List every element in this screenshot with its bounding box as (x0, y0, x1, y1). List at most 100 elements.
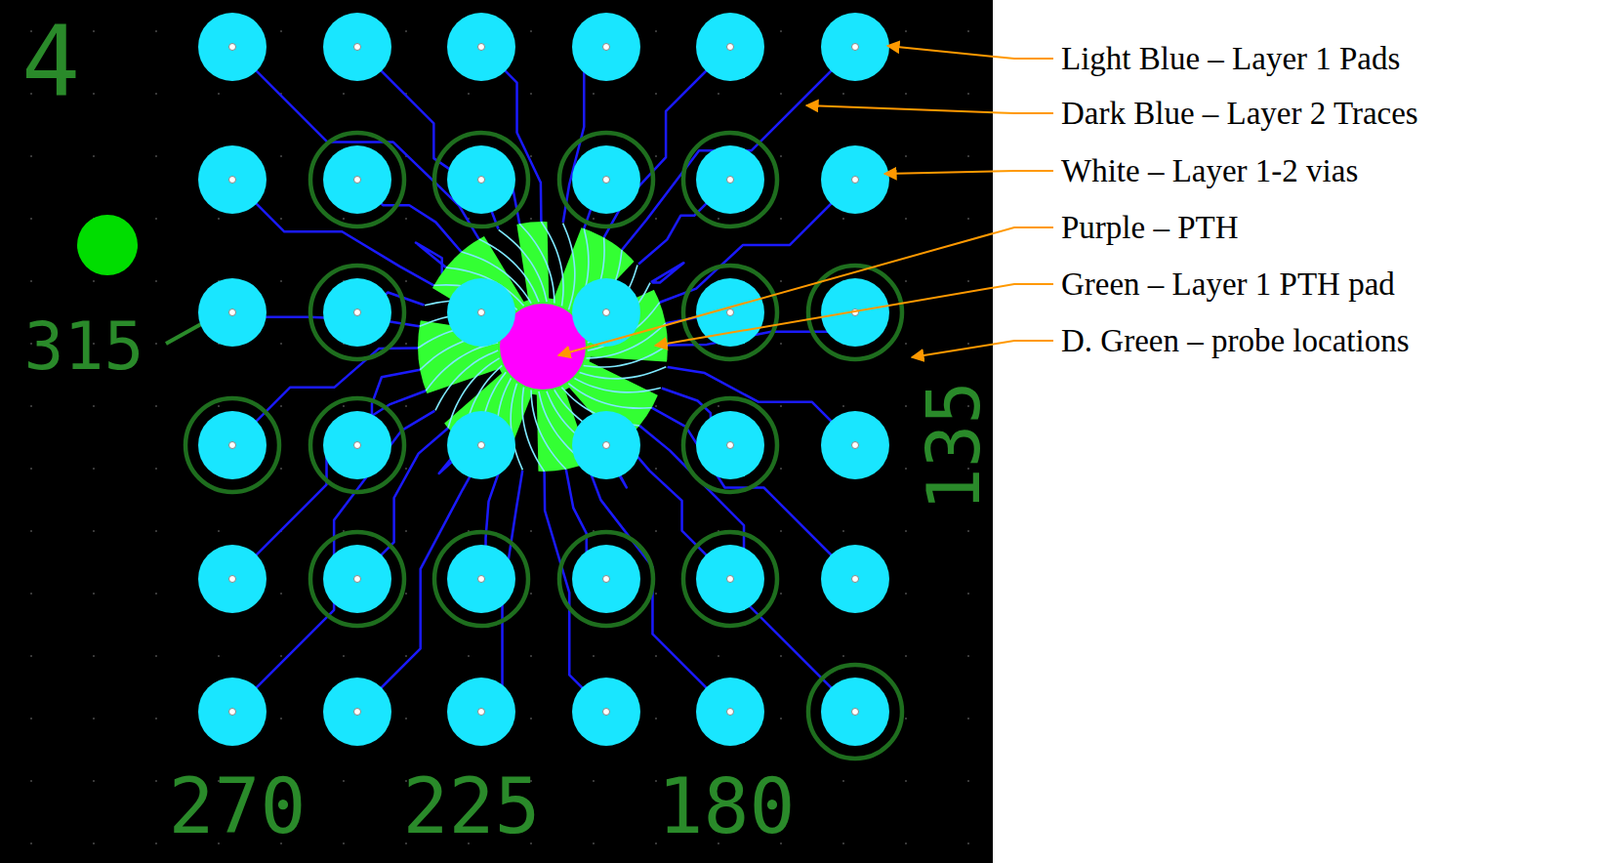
probe-ring (683, 532, 778, 626)
layer1-pad (447, 145, 516, 214)
via (478, 176, 486, 184)
inner-trace (540, 221, 564, 306)
layer1-pad (820, 410, 890, 480)
probe-ring (559, 132, 654, 227)
via (603, 442, 611, 450)
pad (310, 398, 405, 493)
pad (683, 532, 778, 626)
via (727, 309, 735, 317)
pad (572, 278, 641, 347)
board-background (0, 0, 993, 863)
label-tick (165, 324, 202, 344)
layer1-pad (447, 410, 516, 480)
via (229, 309, 237, 317)
probe-ring (310, 132, 405, 227)
via (354, 442, 362, 450)
layer1-pad (696, 677, 765, 746)
pad (198, 145, 267, 214)
legend-leaders (558, 45, 1054, 358)
via (478, 43, 486, 51)
via (603, 575, 611, 583)
pad (198, 12, 267, 82)
layer1-pad (572, 677, 641, 746)
probe-ring (185, 398, 280, 493)
via (229, 708, 237, 716)
via (229, 575, 237, 583)
layer1-pad (323, 145, 392, 214)
inner-trace (574, 378, 660, 393)
pad (808, 664, 903, 759)
probe-ring (683, 132, 778, 227)
layer1-pad (820, 278, 890, 347)
angle-label: 270 (168, 768, 307, 845)
layer1-pad (820, 12, 890, 82)
via (727, 575, 735, 583)
pad (310, 532, 405, 626)
layer1-pad (198, 145, 267, 214)
via (852, 575, 860, 583)
layer1-pad (820, 544, 890, 614)
legend-text: Dark Blue – Layer 2 Traces (1061, 95, 1419, 131)
pad (696, 12, 765, 82)
layer1-pad (696, 145, 765, 214)
pad (820, 145, 890, 214)
pad (310, 132, 405, 227)
pad (185, 398, 280, 493)
pad (310, 265, 405, 360)
via (354, 708, 362, 716)
legend-text: Green – Layer 1 PTH pad (1061, 266, 1395, 302)
pad (323, 677, 392, 746)
angle-label: 135 (917, 380, 990, 512)
via (852, 708, 860, 716)
via (354, 43, 362, 51)
angle-label: 225 (403, 768, 541, 845)
angle-label: 4 (21, 12, 81, 111)
via (603, 43, 611, 51)
pad (572, 410, 641, 480)
pad (447, 278, 516, 347)
layer1-pad (820, 677, 890, 746)
inner-trace (583, 344, 668, 368)
layer1-pad (323, 544, 392, 614)
layer1-pad (572, 145, 641, 214)
pad (683, 398, 778, 493)
via (354, 176, 362, 184)
legend-text: Light Blue – Layer 1 Pads (1061, 41, 1400, 77)
pad (198, 544, 267, 614)
angle-label: 180 (657, 768, 796, 845)
pad (696, 677, 765, 746)
pad (434, 532, 529, 626)
pad (447, 410, 516, 480)
probe-ring (683, 398, 778, 493)
angle-label: 315 (24, 313, 145, 380)
pad (559, 132, 654, 227)
layer1-pad (572, 12, 641, 82)
pad (683, 265, 778, 360)
probe-ring (310, 532, 405, 626)
leader-arrow (558, 227, 1054, 356)
via (852, 442, 860, 450)
via (852, 43, 860, 51)
pad (572, 12, 641, 82)
layer1-pad (323, 410, 392, 480)
probe-ring (434, 132, 529, 227)
layer1-pad (198, 410, 267, 480)
layer1-pad (198, 677, 267, 746)
pad (447, 12, 516, 82)
layer1-pad (696, 544, 765, 614)
probe-ring (434, 532, 529, 626)
layer1-pad (572, 410, 641, 480)
probe-ring (310, 398, 405, 493)
via (478, 708, 486, 716)
layer1-pad (572, 278, 641, 347)
via (603, 309, 611, 317)
legend-text: D. Green – probe locations (1061, 323, 1409, 359)
layer1-pad (198, 278, 267, 347)
pad (683, 132, 778, 227)
layer1-pad (198, 544, 267, 614)
layer1-pad (696, 12, 765, 82)
pad (323, 12, 392, 82)
layer1-pad (323, 12, 392, 82)
layer1-pad (696, 410, 765, 480)
